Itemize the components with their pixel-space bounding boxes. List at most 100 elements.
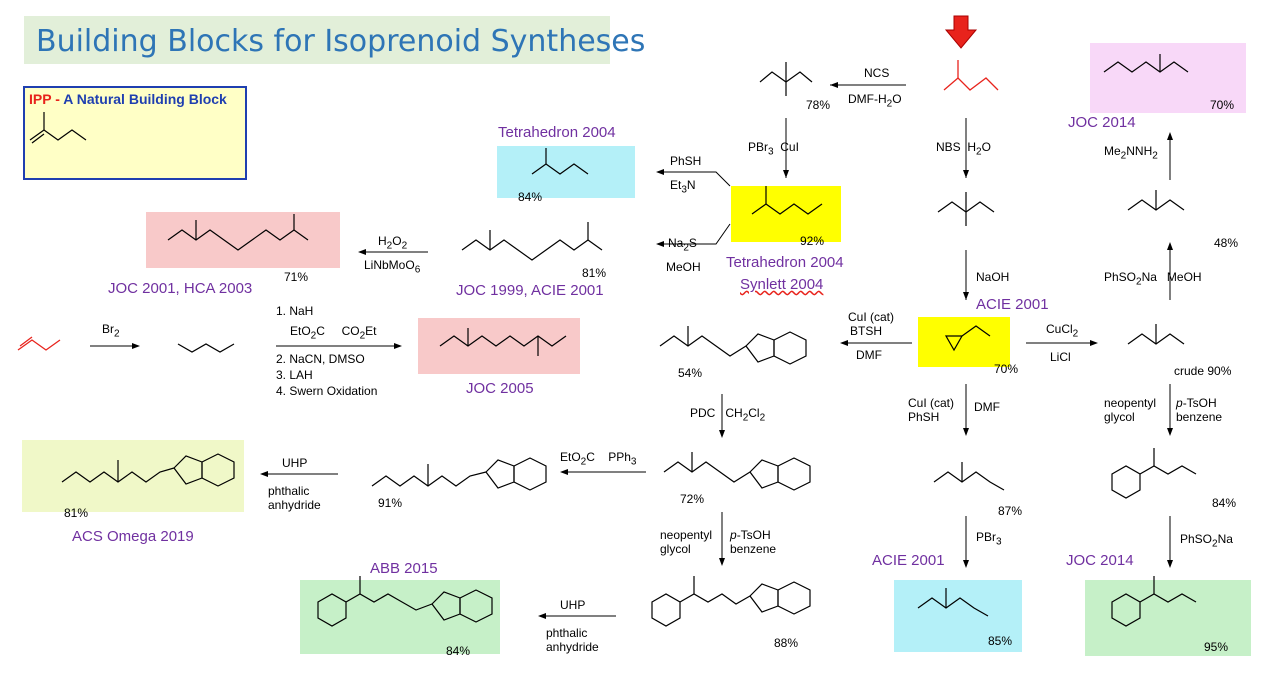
box-acs-omega [22,440,244,512]
box-hydrazone [1090,43,1246,113]
yield-bt-ester-sulfone: 81% [64,506,89,520]
reagent-step1: 1. NaH [276,304,314,318]
sulfone-cl-mol [167,229,309,251]
reagent-na2s: Na2S [668,236,697,254]
hydrazone-mol [1103,61,1189,73]
butadiene-left [17,339,61,351]
ipp-header: IPP - A Natural Building Block [29,91,227,107]
yield-bromo-sph: 85% [988,634,1013,648]
ref-joc2014-low: JOC 2014 [1066,552,1134,569]
ref-synlett: Synlett 2004 [740,276,824,293]
reagent-step4: 4. Swern Oxidation [276,384,378,398]
reagent-glycol: glycol [660,542,691,556]
yield-acetal-bt: 88% [774,636,799,650]
sph-alcohol-mol [933,471,1005,491]
acetal-bt-sulfone-mol [317,593,347,627]
reagent-licl: LiCl [1050,350,1071,364]
bromo-sph-mol [917,597,989,617]
epoxide-mol [944,335,964,352]
reagent-uhp-2: UHP [560,598,586,612]
reagent-uhp: UHP [282,456,308,470]
yield-acetal-bt-sulfone: 84% [446,644,471,658]
ref-joc2001-hca: JOC 2001, HCA 2003 [108,280,253,297]
yield-sulfone-cl: 71% [284,270,309,284]
reagent-malonate: EtO2C CO2Et [290,324,377,342]
reagent-h2o2: H2O2 [378,234,408,252]
reagent-pbr3-2: PBr3 [976,530,1002,548]
reagent-neopentyl-2: neopentyl [1104,396,1157,410]
bt-aldehyde-mol [663,461,751,483]
reagent-phsh: PhSH [670,154,702,168]
reagent-linbmoo6: LiNbMoO6 [364,258,421,276]
reagent-pdc: PDC CH2Cl2 [690,406,766,424]
yield-allyl-sph: 84% [518,190,543,204]
title-banner: Building Blocks for Isoprenoid Syntheses [24,16,645,64]
yield-bt-ester: 91% [378,496,403,510]
ipp-name: A Natural Building Block [63,91,227,107]
reagent-ncs-solvent: DMF-H2O [848,92,902,110]
box-bromo-sph [894,580,1022,652]
page-title: Building Blocks for Isoprenoid Syntheses [36,24,646,59]
ipp-skeleton [29,129,87,141]
reagent-phso2na-meoh: PhSO2Na MeOH [1104,270,1202,288]
reagent-et3n: Et3N [670,178,696,196]
reagent-phso2na-2: PhSO2Na [1180,532,1233,550]
start-marker-arrow [944,15,978,49]
ref-joc2005: JOC 2005 [466,380,534,397]
reagent-ptsoh: p-TsOH [730,528,771,542]
reagent-step2: 2. NaCN, DMSO [276,352,365,366]
yield-aldehyde-sulfone: 48% [1214,236,1239,250]
dialdehyde-mol [439,335,567,347]
reagent-ncs: NCS [864,66,890,80]
ref-joc1999-acie: JOC 1999, ACIE 2001 [456,282,604,299]
reagent-wittig: EtO2C PPh3 [560,450,637,468]
reagent-anhydride-2: anhydride [546,640,599,654]
reagent-benzene: benzene [730,542,777,556]
box-epoxide [918,317,1010,367]
chloroacetal-mol [1111,465,1141,499]
bt-ester-mol [371,471,487,487]
acetal-sulfone-mol [1111,593,1141,627]
reagent-anhydride: anhydride [268,498,321,512]
box-allyl-sph [497,146,635,198]
reagent-phthalic-2: phthalic [546,626,588,640]
reagent-ptsoh-2: p-TsOH [1176,396,1217,410]
reagent-neopentyl: neopentyl [660,528,713,542]
allyl-sph-mol [531,163,589,175]
reagent-cui-cat-2: CuI (cat) [908,396,955,410]
ref-acie2001-mid: ACIE 2001 [976,296,1049,313]
yield-sph-alcohol: 87% [998,504,1023,518]
reagent-step3: 3. LAH [276,368,313,382]
acetal-bt-mol [651,593,681,627]
allyl-dihalide-mol [751,203,823,215]
ref-joc2014-top: JOC 2014 [1068,114,1136,131]
reagent-cui-cat: CuI (cat) [848,310,895,324]
ref-acie2001-low: ACIE 2001 [872,552,945,569]
reagent-meoh: MeOH [666,260,701,274]
yield-allyl-dihalide: 92% [800,234,825,248]
dibromobutene-mol [177,343,235,353]
sulfide-cl-mol [461,239,603,261]
yield-hydrazone: 70% [1210,98,1235,112]
reagent-glycol-2: glycol [1104,410,1135,424]
reagent-dmf: DMF [856,348,882,362]
yield-bt-alcohol: 54% [678,366,703,380]
yield-acetal-sulfone: 95% [1204,640,1229,654]
ref-abb2015: ABB 2015 [370,560,438,577]
bt-alcohol-mol [659,335,747,357]
ref-tetrahedron-right: Tetrahedron 2004 [726,254,844,271]
yield-epoxide: 70% [994,362,1019,376]
reagent-btsh: BTSH [850,324,883,338]
reagent-cucl2: CuCl2 [1046,322,1079,340]
reaction-arrows [90,82,1173,619]
yield-sulfide-cl: 81% [582,266,607,280]
ipp-sep: - [51,91,64,107]
reagent-pbr3-cui: PBr3 CuI [748,140,799,158]
ipp-box: IPP - A Natural Building Block [23,86,247,180]
reagent-nbs: NBS H2O [936,140,991,158]
reagent-benzene-2: benzene [1176,410,1223,424]
yield-bt-aldehyde: 72% [680,492,705,506]
reagent-dmf-2: DMF [974,400,1000,414]
reagent-br2: Br2 [102,322,120,340]
